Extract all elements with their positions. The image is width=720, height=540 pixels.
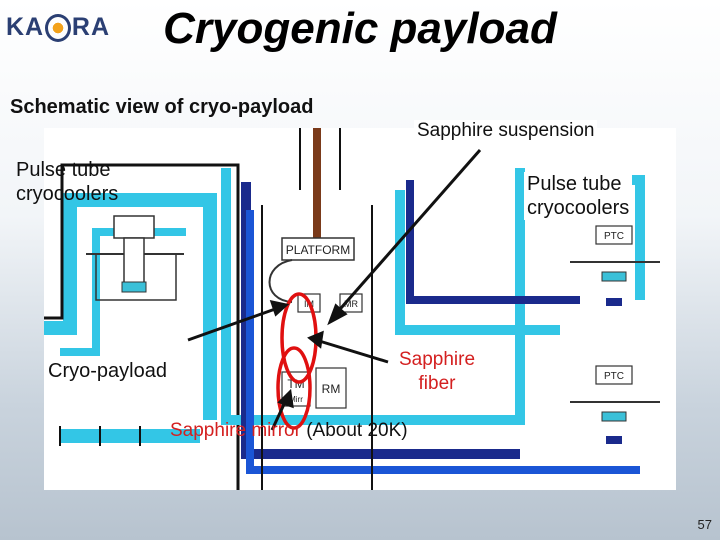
arrow-sapphire-mirror-head (277, 388, 294, 409)
ptc-left-label: Pulse tube cryocoolers (16, 158, 118, 206)
rm-label: RM (322, 382, 341, 396)
right-upper-ptc-label: PTC (604, 231, 624, 242)
ptc-right-line2: cryocoolers (527, 197, 630, 219)
left-bottom-ticks (59, 426, 141, 446)
arrow-sapphire-fiber-head (307, 330, 324, 349)
sapphire-suspension-label: Sapphire suspension (414, 120, 598, 142)
rm-box (315, 367, 347, 409)
sapphire-fiber-line2: fiber (418, 373, 456, 394)
ptc-right-line1: Pulse tube (527, 173, 622, 195)
arrow-sapphire-suspension (332, 149, 482, 317)
left-outer-shell (44, 193, 217, 420)
ptc-right-label: Pulse tube cryocoolers (524, 172, 633, 220)
platform-loop (268, 259, 293, 303)
annotation-arrows (187, 149, 482, 431)
kagra-logo: KA RA (6, 6, 110, 48)
platform-label: PLATFORM (286, 243, 350, 257)
arrow-sapphire-mirror (270, 399, 288, 431)
mr-label: MR (344, 299, 358, 309)
top-black-lines (299, 128, 341, 190)
suspension-rod (313, 128, 321, 240)
right-ptc-lower: PTC (570, 365, 660, 444)
logo-text-right: RA (71, 12, 110, 41)
left-ptc-box (113, 215, 155, 239)
central-black-frame (261, 205, 373, 490)
right-lower-ptc-label: PTC (604, 371, 624, 382)
tm-label: TM (287, 377, 304, 391)
sapphire-mirror-highlight (276, 346, 312, 430)
right-lower-ptc-box (595, 365, 633, 385)
sapphire-fiber-label: Sapphire fiber (382, 348, 492, 396)
right-lower-head (601, 411, 627, 422)
sapphire-mirror-text: Sapphire mirror (170, 420, 301, 441)
mr-box (339, 293, 363, 313)
central-inner-cyan (395, 190, 560, 335)
payload-assembly: PLATFORM IM MR TM Mirr RM (268, 237, 363, 430)
ptc-left-line1: Pulse tube (16, 159, 111, 181)
central-cryostat (221, 128, 640, 490)
cryo-payload-label: Cryo-payload (48, 360, 167, 382)
page-number: 57 (697, 517, 712, 532)
left-ptc-body (123, 237, 145, 285)
arrow-cryo-payload (187, 306, 279, 342)
schematic-label: Schematic view of cryo-payload (10, 96, 314, 118)
sapphire-mirror-label: Sapphire mirror (About 20K) (170, 420, 408, 442)
right-lower-base (606, 436, 622, 444)
right-upper-base (606, 298, 622, 306)
right-upper-head (601, 271, 627, 282)
arrow-sapphire-suspension-head (327, 303, 348, 326)
sapphire-fiber-line1: Sapphire (398, 349, 476, 370)
left-ptc-unit (86, 215, 184, 301)
arrow-sapphire-fiber (315, 338, 389, 364)
mirror-small-label: Mirr (289, 395, 303, 404)
page-title: Cryogenic payload (163, 4, 557, 53)
right-upper-ptc-box (595, 225, 633, 245)
left-ptc-head (121, 281, 147, 293)
logo-text-left: KA (6, 12, 45, 41)
about-temp-text: (About 20K) (306, 420, 408, 441)
ptc-left-line2: cryocoolers (16, 183, 119, 205)
left-ptc-frame (95, 254, 177, 301)
arrow-cryo-payload-head (269, 299, 290, 317)
logo-ring-icon (45, 14, 71, 42)
central-blue-shell (246, 210, 640, 474)
left-black-frame (44, 163, 240, 490)
central-navy-right (406, 180, 580, 304)
platform-box (281, 237, 355, 261)
